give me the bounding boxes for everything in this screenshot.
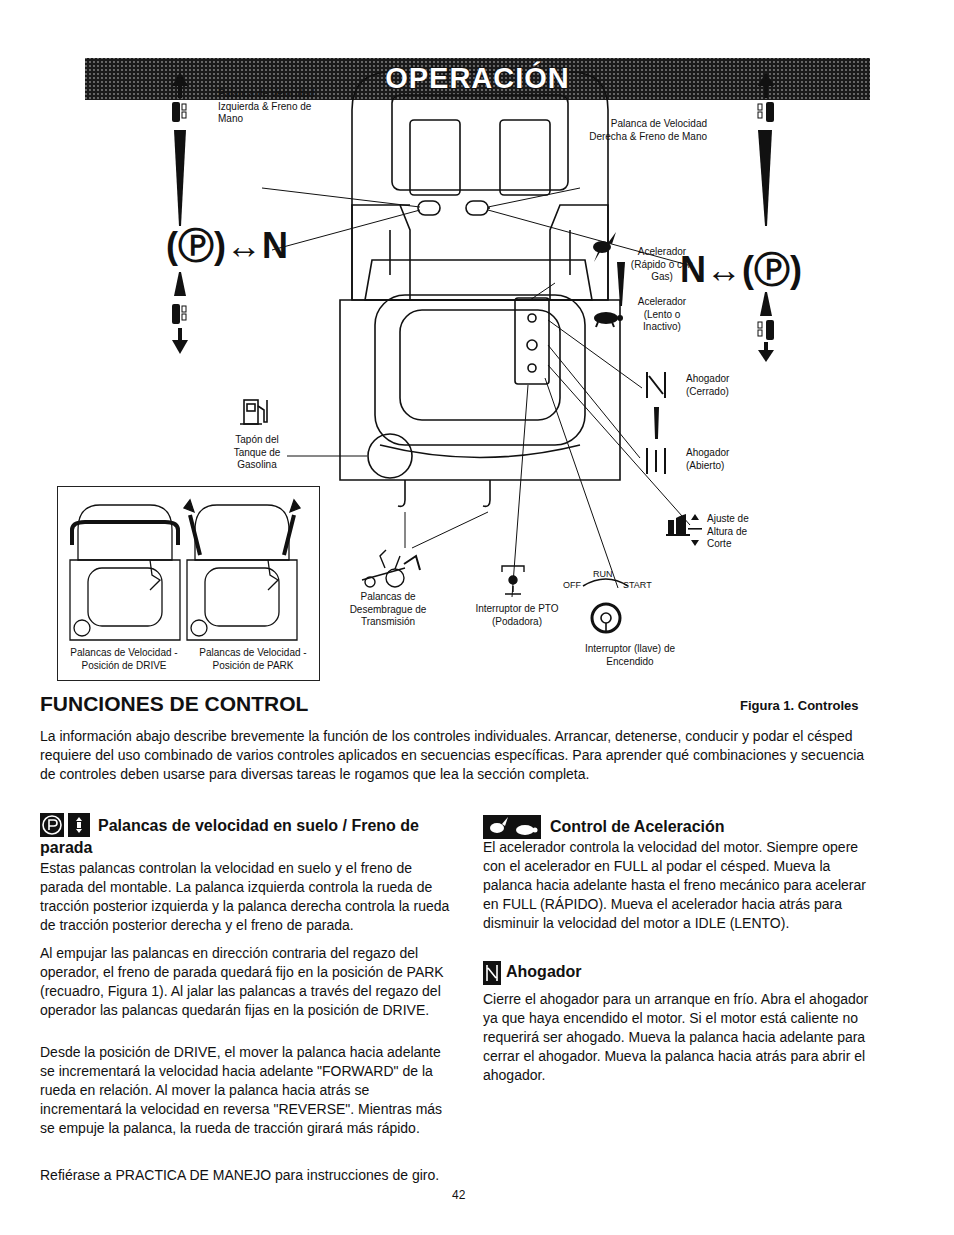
body-text: La información abajo describe brevemente… bbox=[40, 727, 872, 784]
park-neutral-symbol: (Ⓟ)↔N bbox=[166, 226, 286, 266]
part-label: Ajuste de Altura de Corte bbox=[707, 513, 767, 551]
ignition-icon bbox=[583, 579, 628, 632]
cut-height-icon bbox=[666, 514, 702, 546]
part-label: Palanca de Velocidad Derecha & Freno de … bbox=[585, 118, 707, 143]
inset-caption: Palancas de Velocidad - Posición de PARK bbox=[189, 647, 317, 672]
body-text: Estas palancas controlan la velocidad en… bbox=[40, 859, 452, 935]
header-band bbox=[85, 58, 870, 100]
right-lever-symbol bbox=[758, 72, 774, 362]
section-heading: FUNCIONES DE CONTROL bbox=[40, 692, 440, 716]
part-label: Interruptor de PTO (Podadora) bbox=[465, 603, 569, 628]
part-label: Ahogador (Abierto) bbox=[686, 447, 750, 472]
body-text: Refiérase a PRACTICA DE MANEJO para inst… bbox=[40, 1166, 445, 1185]
subsection-heading: Palancas de velocidad en suelo / Freno d… bbox=[40, 815, 455, 860]
page-number: 42 bbox=[452, 1188, 465, 1202]
body-text: Al empujar las palancas en dirección con… bbox=[40, 944, 452, 1020]
left-lever-symbol bbox=[172, 72, 188, 354]
figure-caption: Figura 1. Controles bbox=[740, 698, 870, 714]
part-label: Tapón del Tanque de Gasolina bbox=[222, 434, 292, 472]
tractor bbox=[340, 72, 620, 506]
header-title: OPERACIÓN bbox=[85, 62, 870, 95]
switch-position: OFF bbox=[563, 580, 581, 591]
leader-lines bbox=[262, 188, 690, 597]
part-label: Ahogador (Cerrado) bbox=[686, 373, 750, 398]
subsection-heading: Ahogador bbox=[506, 962, 826, 983]
switch-position: START bbox=[623, 580, 652, 591]
inset-caption: Palancas de Velocidad - Posición de DRIV… bbox=[60, 647, 188, 672]
fuel-icon bbox=[240, 400, 267, 424]
pto-icon bbox=[502, 566, 524, 594]
inset-tractors bbox=[70, 500, 300, 640]
part-label: Palancas de Desembrague de Transmisión bbox=[336, 591, 440, 629]
part-label: Interruptor (llave) de Encendido bbox=[580, 643, 680, 668]
inset-box: Palancas de Velocidad - Posición de DRIV… bbox=[57, 486, 320, 681]
body-text: Cierre el ahogador para un arranque en f… bbox=[483, 990, 873, 1085]
part-label: Acelerador (Lento o Inactivo) bbox=[630, 296, 694, 334]
part-label: Palanca de Velocidad Izquierda & Freno d… bbox=[218, 88, 318, 126]
disengage-icon bbox=[362, 550, 420, 587]
body-text: El acelerador controla la velocidad del … bbox=[483, 838, 873, 933]
subsection-heading: Control de Aceleración bbox=[550, 817, 870, 838]
part-label: Acelerador (Rápido o con Gas) bbox=[630, 246, 694, 284]
switch-position: RUN bbox=[593, 569, 613, 580]
park-neutral-symbol: N↔(Ⓟ) bbox=[680, 250, 800, 290]
choke-symbol bbox=[647, 372, 665, 474]
body-text: Desde la posición de DRIVE, el mover la … bbox=[40, 1043, 452, 1138]
throttle-symbol bbox=[593, 232, 625, 327]
